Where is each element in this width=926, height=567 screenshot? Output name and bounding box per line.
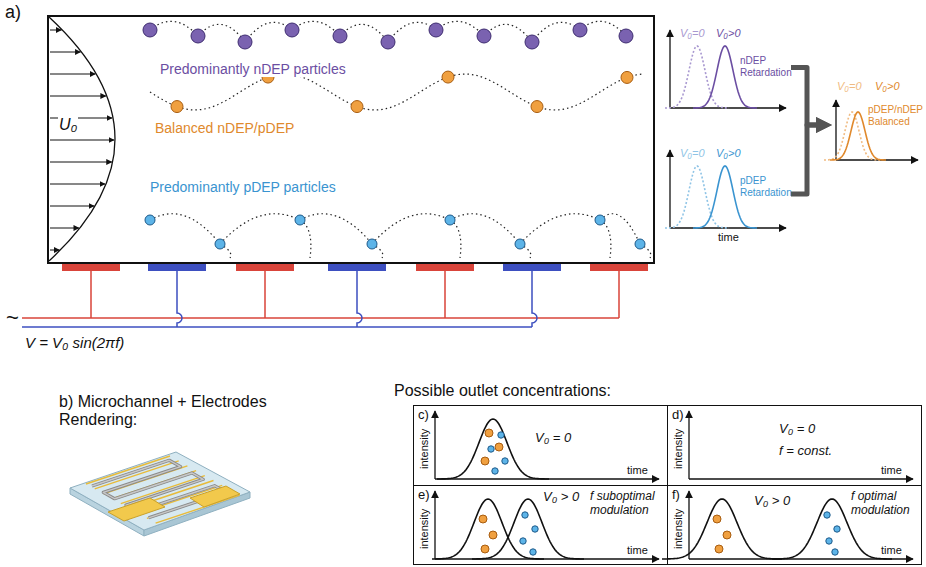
microchannel: Predominantly nDEP particlesBalanced nDE… — [47, 15, 655, 264]
balanced-plot: V₀=0 V₀>0 pDEP/nDEP Balanced — [832, 80, 922, 170]
node-text: intensity — [672, 428, 685, 470]
outlet-panel: c) V₀ = 0 intensity time — [413, 405, 668, 486]
panel-letter: d) — [671, 408, 685, 423]
node-text: V₀>0 — [715, 27, 742, 40]
node-text: V₀>0 — [715, 147, 742, 160]
node-text: V₀=0 — [679, 27, 706, 40]
node-text: intensity — [418, 508, 431, 550]
node-text: Predominantly pDEP particles — [149, 179, 337, 195]
node-text: time — [626, 464, 649, 477]
chip-rendering — [70, 452, 250, 536]
flow-velocity-label: U₀ — [58, 116, 78, 134]
node-text: intensity — [418, 428, 431, 470]
merge-arrow — [790, 68, 824, 126]
node-text: Possible outlet concentrations: — [393, 382, 612, 400]
node-text: time — [717, 231, 740, 244]
node-text: V₀>0 — [874, 80, 901, 93]
outlet-panel: e) V₀ > 0 f suboptimal modulation intensity… — [413, 485, 668, 565]
electrodes — [62, 264, 648, 271]
merge-arrow — [790, 125, 824, 194]
node-text: f = const. — [778, 444, 833, 459]
wires — [22, 271, 619, 327]
outlet-panel: f) V₀ > 0 f optimal modulation intensity tim… — [667, 485, 922, 565]
node-text: time — [880, 544, 903, 557]
node-text: V₀ > 0 — [542, 490, 580, 505]
plots — [432, 30, 918, 559]
node-text: Balanced nDEP/pDEP — [154, 120, 295, 136]
node-text: intensity — [672, 508, 685, 550]
node-text: Predominantly nDEP particles — [159, 61, 347, 77]
node-text: f optimal modulation — [850, 490, 920, 518]
node-text: V₀=0 — [836, 80, 863, 93]
flow-profile — [49, 17, 115, 261]
node-text: V₀ = 0 — [534, 431, 572, 446]
node-text: pDEP/nDEP Balanced — [867, 104, 924, 127]
flow-arrows — [50, 30, 114, 250]
node-text: f suboptimal modulation — [589, 490, 667, 518]
ndep-plot: V₀=0 V₀>0 nDEP Retardation — [665, 15, 789, 120]
panel-letter: e) — [417, 488, 431, 503]
node-text: V₀ = 0 — [778, 422, 816, 437]
node-text: time — [626, 544, 649, 557]
node-text: pDEP Retardation — [739, 175, 791, 198]
outlet-panel: d) V₀ = 0 f = const. intensity time — [667, 405, 922, 486]
panel-letter: c) — [417, 408, 430, 423]
voltage-equation: V = V₀ sin(2πf) — [24, 334, 125, 351]
pdep-plot: V₀=0 V₀>0 pDEP Retardation time — [665, 135, 789, 253]
node-text: nDEP Retardation — [739, 55, 791, 78]
panel-letter: f) — [671, 488, 681, 503]
particle-trajectories — [143, 21, 651, 258]
panel-caption: b) Microchannel + Electrodes Rendering: — [58, 393, 290, 430]
outlet-panel-group: c) V₀ = 0 intensity time d) V₀ = 0 f = const. i… — [413, 380, 922, 565]
panel-letter: a) — [4, 2, 22, 23]
node-text: V₀ > 0 — [753, 494, 791, 509]
ac-source-symbol: ~ — [5, 305, 20, 330]
node-text: time — [880, 464, 903, 477]
node-text: V₀=0 — [679, 147, 706, 160]
